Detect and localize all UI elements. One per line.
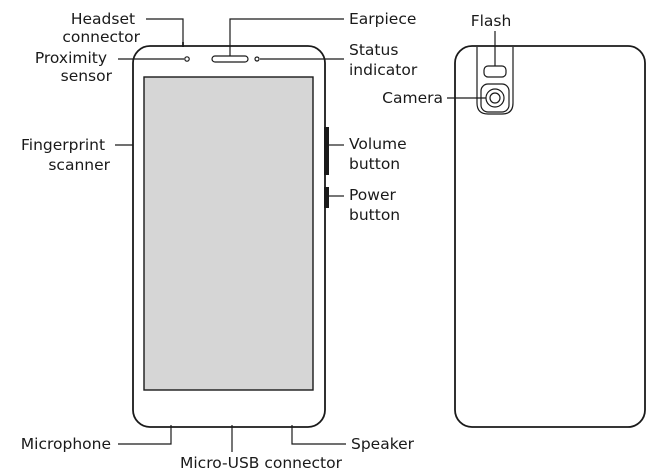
label-flash: Flash (471, 12, 512, 30)
phone-front-screen (143, 76, 314, 391)
label-headset-connector: Headset connector (62, 10, 140, 46)
label-camera: Camera (382, 89, 443, 107)
label-power-button: Power button (349, 186, 401, 224)
camera-lens (485, 88, 505, 108)
earpiece-slot (211, 55, 249, 63)
power-button-shape (324, 187, 329, 208)
leader-speaker (291, 430, 346, 445)
phone-back-body (454, 45, 646, 428)
label-fingerprint-scanner: Fingerprint scanner (21, 136, 111, 174)
phone-front (132, 42, 329, 430)
label-micro-usb-connector: Micro-USB connector (180, 454, 343, 472)
leader-earpiece (229, 18, 344, 56)
phone-front-body (132, 45, 326, 428)
camera-lens-inner (489, 92, 501, 104)
label-microphone: Microphone (21, 435, 111, 453)
leader-headset-connector (146, 18, 184, 42)
leader-lines (115, 18, 496, 452)
labels: Headset connector Proximity sensor Finge… (21, 10, 512, 472)
flash-shape (483, 65, 507, 78)
proximity-sensor-dot (184, 56, 190, 62)
leader-microphone (118, 430, 172, 445)
label-earpiece: Earpiece (349, 10, 416, 28)
label-proximity-sensor: Proximity sensor (35, 49, 113, 85)
label-volume-button: Volume button (349, 135, 412, 173)
phone-back (454, 45, 646, 428)
label-speaker: Speaker (351, 435, 415, 453)
camera-strip (476, 47, 514, 115)
label-status-indicator: Status indicator (349, 41, 418, 79)
volume-button-shape (324, 127, 329, 175)
status-indicator-dot (254, 56, 260, 62)
